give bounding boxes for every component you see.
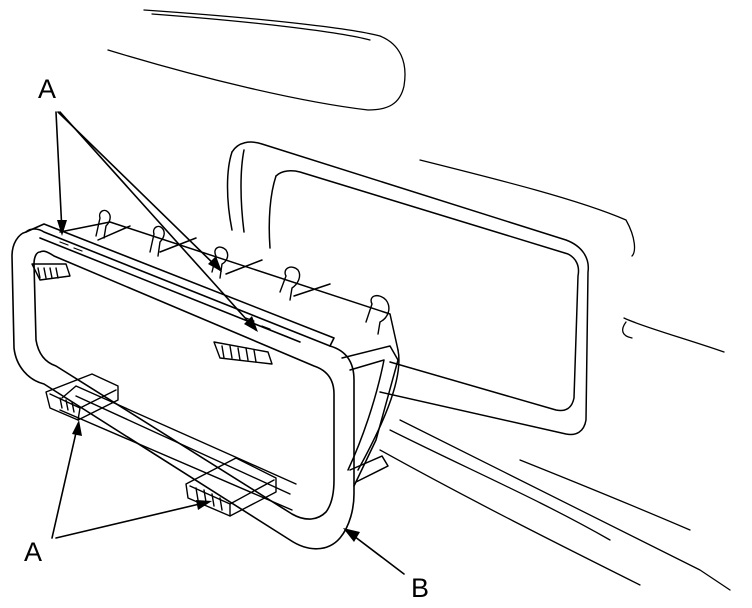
arrow-heads [57, 220, 360, 542]
leader-a-bottom-1 [51, 423, 79, 539]
opening-inner-frame [275, 170, 580, 412]
shell-bottom-tab [349, 455, 389, 483]
mounting-opening [226, 141, 590, 436]
opening-outer-frame-left [226, 151, 233, 231]
callout-label-a-top: A [38, 74, 57, 104]
leader-a-bottom-2 [55, 501, 209, 539]
lower-bar-bottom [59, 409, 293, 511]
lower-left-tab [45, 373, 119, 421]
arrowhead-a-bottom-2 [196, 500, 212, 510]
shell-top-ribs [97, 225, 331, 297]
leader-a-top-1 [55, 111, 63, 233]
leader-lines [51, 111, 405, 575]
arrowhead-b [343, 528, 360, 542]
mounting-clips [95, 209, 390, 335]
body-top-inner-contour [151, 13, 371, 41]
body-lower-inner [519, 459, 691, 531]
opening-outer-frame [231, 141, 590, 436]
opening-inner-frame-left [268, 175, 277, 249]
frame-outer [11, 228, 355, 550]
clip-3 [211, 246, 229, 279]
body-top-contour [107, 9, 406, 111]
frame-top-lip [25, 223, 335, 347]
lower-bar-top [61, 385, 297, 485]
clip-2 [149, 225, 165, 257]
opening-frame-flange [240, 149, 245, 233]
body-right-crease-2 [621, 321, 633, 339]
arrowhead-a-top-1 [57, 220, 67, 236]
shell-top-rear-edge [59, 221, 399, 351]
shell-side-inner [347, 359, 385, 471]
shell-side-rear [357, 349, 400, 471]
frame-top-lip-inner [39, 237, 301, 343]
clip-4 [279, 266, 301, 301]
connector-tabs [31, 263, 277, 517]
clip-5 [365, 294, 390, 335]
grille-frame [11, 223, 355, 550]
arrowhead-a-top-2 [208, 256, 222, 272]
leader-a-top-3 [59, 111, 257, 331]
body-lower-sweep [399, 419, 731, 591]
lower-bar [59, 385, 297, 511]
frame-inner [33, 250, 335, 520]
body-lower-sweep-2 [379, 449, 641, 586]
arrowhead-a-top-3 [244, 316, 258, 332]
body-right-crease [623, 317, 725, 353]
lower-bar-mid [75, 395, 291, 495]
arrowhead-a-bottom-1 [72, 420, 82, 436]
leader-a-top-2 [57, 111, 221, 271]
clip-1 [95, 209, 111, 239]
upper-left-connector [31, 263, 71, 281]
shell-side-panel [341, 345, 399, 487]
callout-label-b: B [411, 573, 430, 603]
body-bottom-edge [389, 429, 611, 541]
body-upper-shoulder [419, 159, 636, 257]
upper-right-connector [213, 341, 273, 365]
housing-shell [59, 221, 400, 487]
callout-label-a-bottom: A [24, 537, 43, 567]
lower-right-tab [185, 457, 277, 517]
vehicle-body-outline [107, 9, 731, 591]
